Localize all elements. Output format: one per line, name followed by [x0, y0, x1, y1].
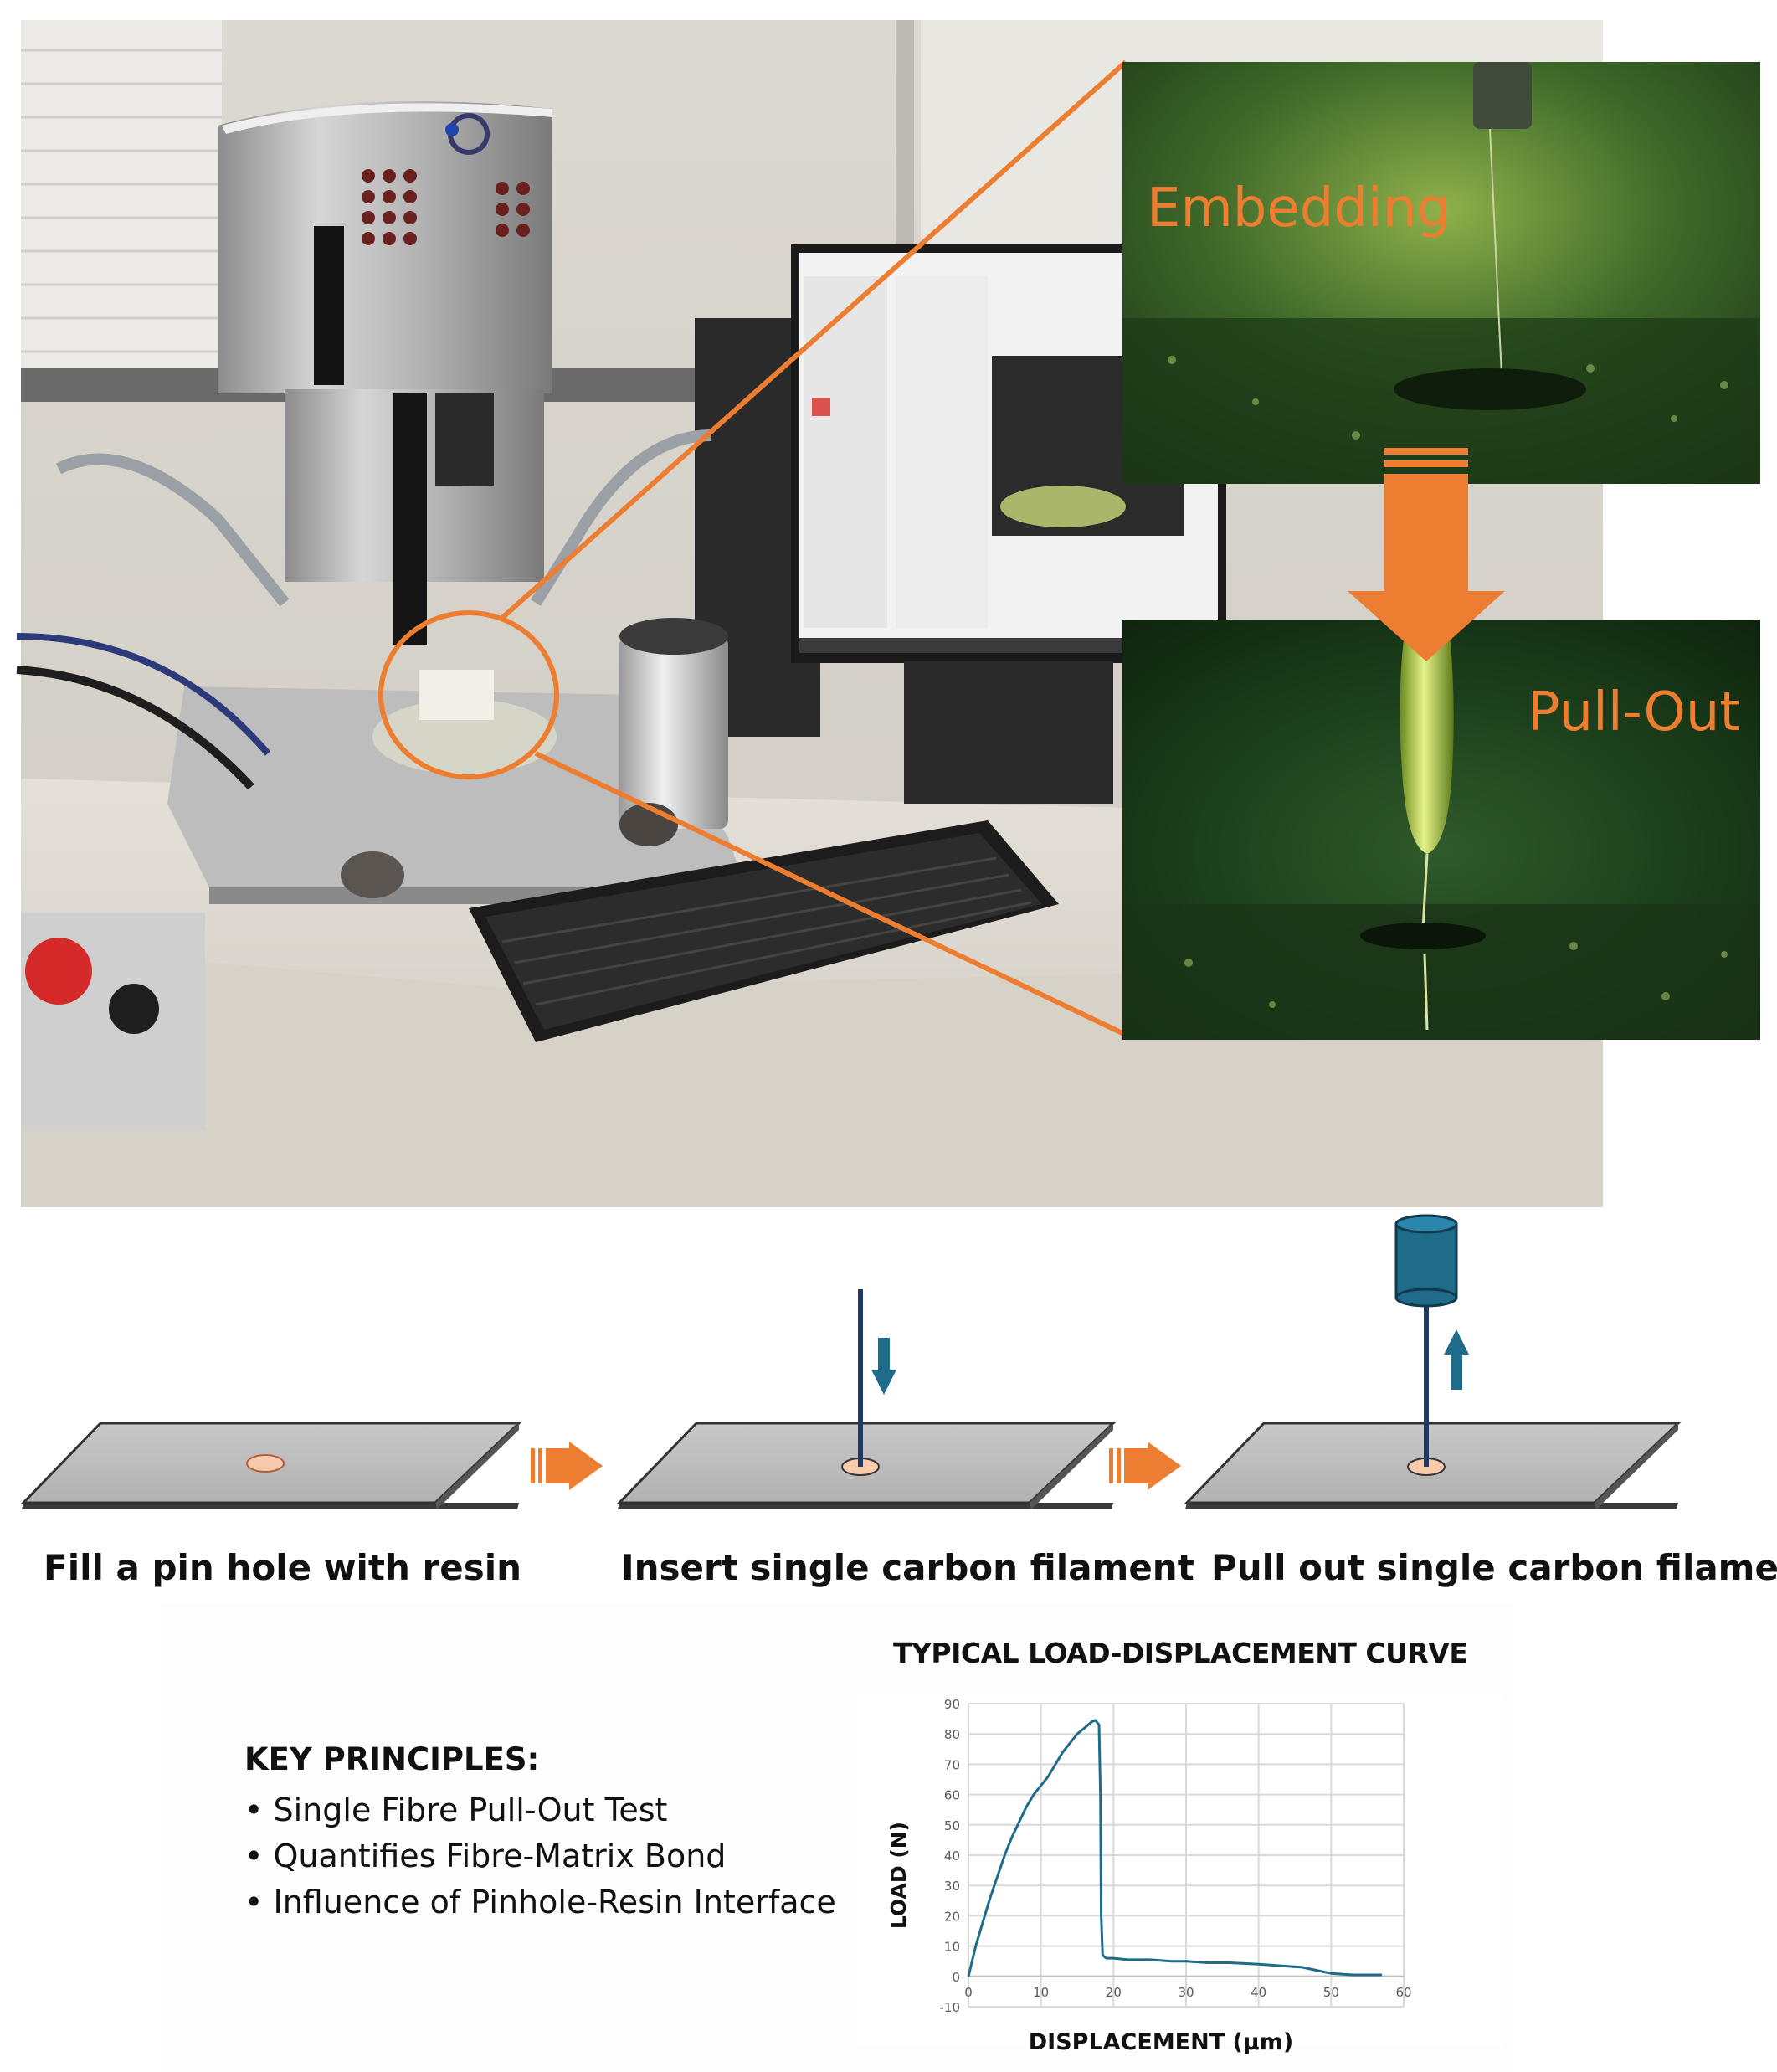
keyboard — [469, 820, 1059, 1042]
step-label-pull-out: Pull out single carbon filament — [1211, 1547, 1777, 1588]
plate-step-1 — [20, 1422, 522, 1509]
right-arrow-icon — [531, 1442, 603, 1490]
chart-title: TYPICAL LOAD-DISPLACEMENT CURVE — [893, 1637, 1468, 1669]
window-blinds — [21, 20, 222, 388]
chart-ylabel: LOAD (N) — [886, 1822, 911, 1929]
right-arrow-icon — [1109, 1442, 1181, 1490]
pull-out-label: Pull-Out — [1528, 681, 1741, 743]
ytick-label: 70 — [944, 1757, 960, 1772]
key-principles: KEY PRINCIPLES: • Single Fibre Pull-Out … — [244, 1741, 836, 1925]
resin-pinhole — [246, 1454, 285, 1473]
pull-out-instrument — [16, 101, 745, 1130]
actuator-icon — [1394, 1214, 1458, 1308]
ytick-label: 0 — [952, 1970, 960, 1985]
ytick-label: 50 — [944, 1818, 960, 1833]
pull-out-inset: Pull-Out — [1122, 620, 1760, 1040]
xtick-label: 50 — [1323, 1985, 1339, 2000]
highlight-circle — [378, 610, 559, 779]
zoom-line-bottom — [534, 751, 1127, 1037]
principle-item: • Influence of Pinhole-Resin Interface — [244, 1884, 836, 1920]
process-schematic — [20, 1214, 1682, 1509]
down-arrow-icon — [1348, 448, 1505, 661]
ytick-label: -10 — [940, 2000, 961, 2015]
ytick-label: 20 — [944, 1909, 960, 1924]
chart-xlabel: DISPLACEMENT (µm) — [1029, 2029, 1293, 2055]
down-arrow-icon — [871, 1338, 896, 1395]
principle-item: • Quantifies Fibre-Matrix Bond — [244, 1838, 727, 1874]
load-displacement-line — [967, 1719, 1382, 1977]
zoom-line-top — [501, 59, 1127, 620]
ytick-label: 30 — [944, 1879, 960, 1894]
lab-photo: Embedding Pull-Out — [16, 20, 1760, 1207]
xtick-label: 20 — [1106, 1985, 1122, 2000]
ytick-label: 80 — [944, 1727, 960, 1742]
xtick-label: 10 — [1033, 1985, 1049, 2000]
ytick-label: 40 — [944, 1848, 960, 1864]
plate-step-3 — [1184, 1214, 1682, 1509]
up-arrow-icon — [1444, 1329, 1469, 1390]
chart-series — [967, 1719, 1382, 1977]
chart-title-wrap: TYPICAL LOAD-DISPLACEMENT CURVE — [871, 1637, 1507, 2064]
ytick-label: 10 — [944, 1940, 960, 1955]
key-principles-title: KEY PRINCIPLES: — [244, 1741, 540, 1777]
embedding-label: Embedding — [1147, 177, 1451, 239]
xtick-label: 40 — [1251, 1985, 1266, 2000]
step-label-insert: Insert single carbon filament — [621, 1547, 1194, 1588]
step-label-fill: Fill a pin hole with resin — [44, 1547, 521, 1588]
chart-grid — [968, 1703, 1405, 2008]
xtick-label: 60 — [1395, 1985, 1411, 2000]
ytick-label: 60 — [944, 1788, 960, 1803]
plate-step-2 — [616, 1289, 1117, 1509]
xtick-label: 0 — [964, 1985, 973, 2000]
ytick-label: 90 — [944, 1697, 960, 1712]
principle-item: • Single Fibre Pull-Out Test — [244, 1792, 668, 1828]
xtick-label: 30 — [1178, 1985, 1194, 2000]
embedding-inset: Embedding — [1122, 62, 1760, 484]
